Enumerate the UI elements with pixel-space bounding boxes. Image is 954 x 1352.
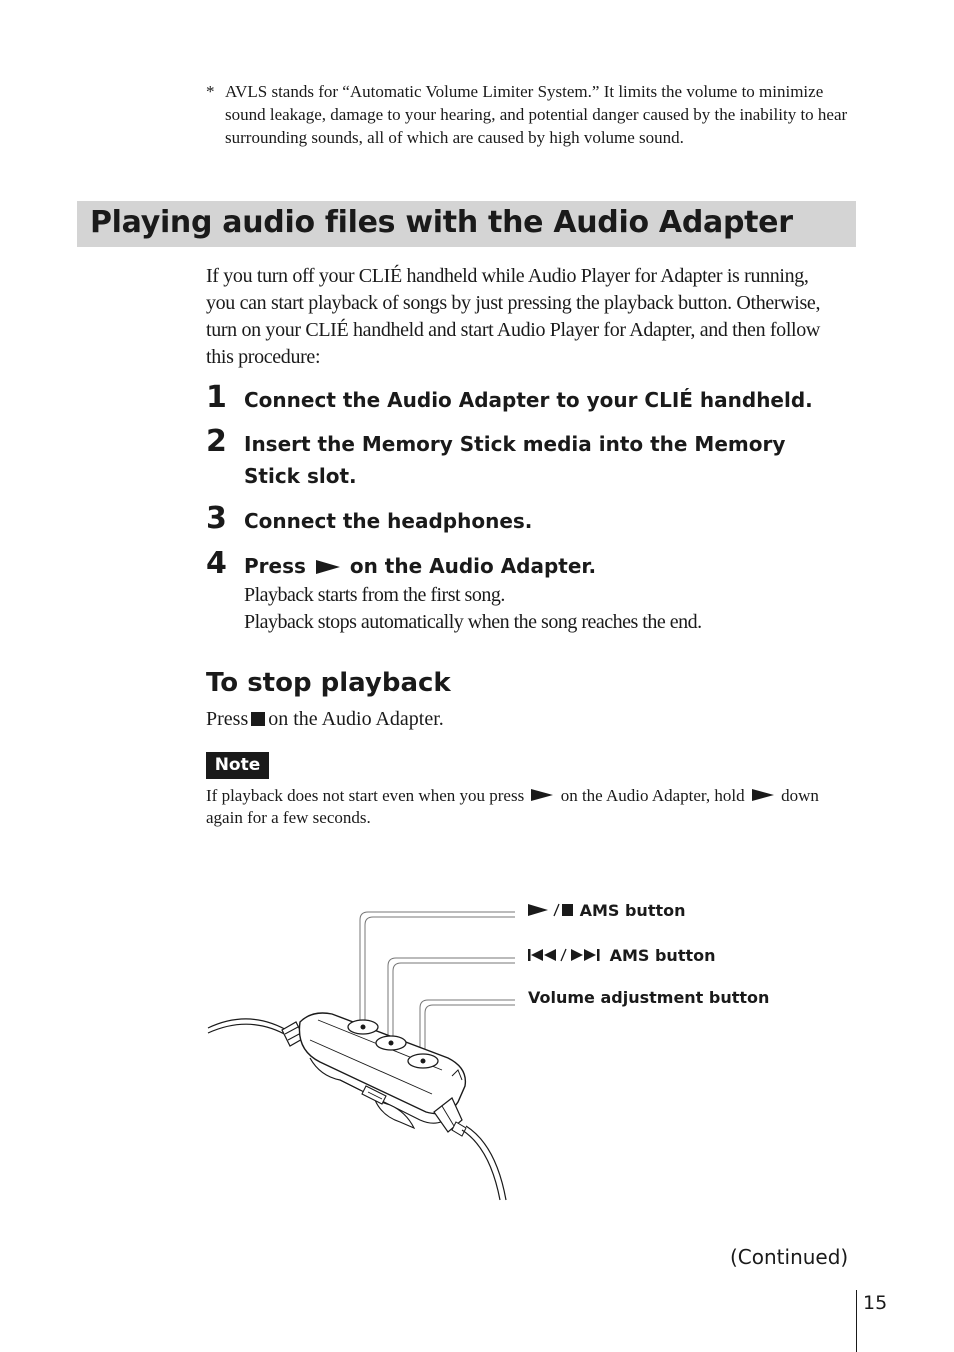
leader-line-skip	[387, 957, 515, 1038]
step-number-3: 3	[206, 501, 227, 536]
step-text-1: Connect the Audio Adapter to your CLIÉ h…	[244, 388, 813, 412]
page-number-rule	[856, 1290, 857, 1352]
callout-skip: AMS button	[528, 945, 716, 967]
step-number-2: 2	[206, 424, 227, 459]
stop-icon	[251, 712, 266, 726]
play-stop-icon	[528, 903, 573, 917]
stop-text-before: Press	[206, 708, 249, 730]
play-icon	[751, 789, 774, 801]
step-number-1: 1	[206, 380, 227, 415]
leader-line-play-stop	[359, 911, 515, 1025]
callout-skip-label: AMS button	[609, 946, 716, 965]
callout-play-stop: AMS button	[528, 900, 686, 922]
section-title: Playing audio files with the Audio Adapt…	[90, 205, 793, 240]
step-4-body-line-2: Playback stops automatically when the so…	[244, 611, 702, 633]
section-heading-bar	[77, 201, 856, 247]
note-text-3: down again for a few seconds.	[206, 786, 819, 827]
step-text-3: Connect the headphones.	[244, 509, 533, 533]
continued-label: (Continued)	[730, 1245, 849, 1269]
page-number: 15	[863, 1292, 888, 1314]
stop-playback-text: Press on the Audio Adapter.	[206, 706, 444, 733]
note-text-1: If playback does not start even when you…	[206, 786, 525, 805]
stop-text-after: on the Audio Adapter.	[268, 708, 444, 730]
footnote-marker: *	[206, 82, 215, 101]
stop-playback-heading: To stop playback	[206, 668, 451, 698]
footnote: * AVLS stands for “Automatic Volume Limi…	[206, 80, 856, 149]
footnote-text: AVLS stands for “Automatic Volume Limite…	[225, 82, 848, 147]
play-icon	[315, 560, 340, 574]
note-text-2: on the Audio Adapter, hold	[560, 786, 745, 805]
step-4-text-after: on the Audio Adapter.	[349, 554, 597, 578]
step-text-4: Press on the Audio Adapter.	[244, 550, 844, 582]
callout-volume: Volume adjustment button	[528, 988, 770, 1007]
callout-play-stop-label: AMS button	[579, 901, 686, 920]
audio-adapter-diagram	[207, 911, 515, 1201]
step-number-4: 4	[206, 546, 227, 581]
note-label: Note	[206, 752, 269, 779]
step-text-2: Insert the Memory Stick media into the M…	[244, 432, 786, 488]
play-icon	[531, 789, 554, 801]
intro-paragraph: If you turn off your CLIÉ handheld while…	[206, 265, 821, 368]
skip-icon	[528, 948, 600, 962]
step-4-text-before: Press	[244, 554, 306, 578]
note-text: If playback does not start even when you…	[206, 785, 856, 829]
step-4-body-line-1: Playback starts from the first song.	[244, 584, 505, 606]
leader-line-volume	[419, 999, 515, 1058]
step-4-body: Playback starts from the first song. Pla…	[244, 582, 844, 636]
